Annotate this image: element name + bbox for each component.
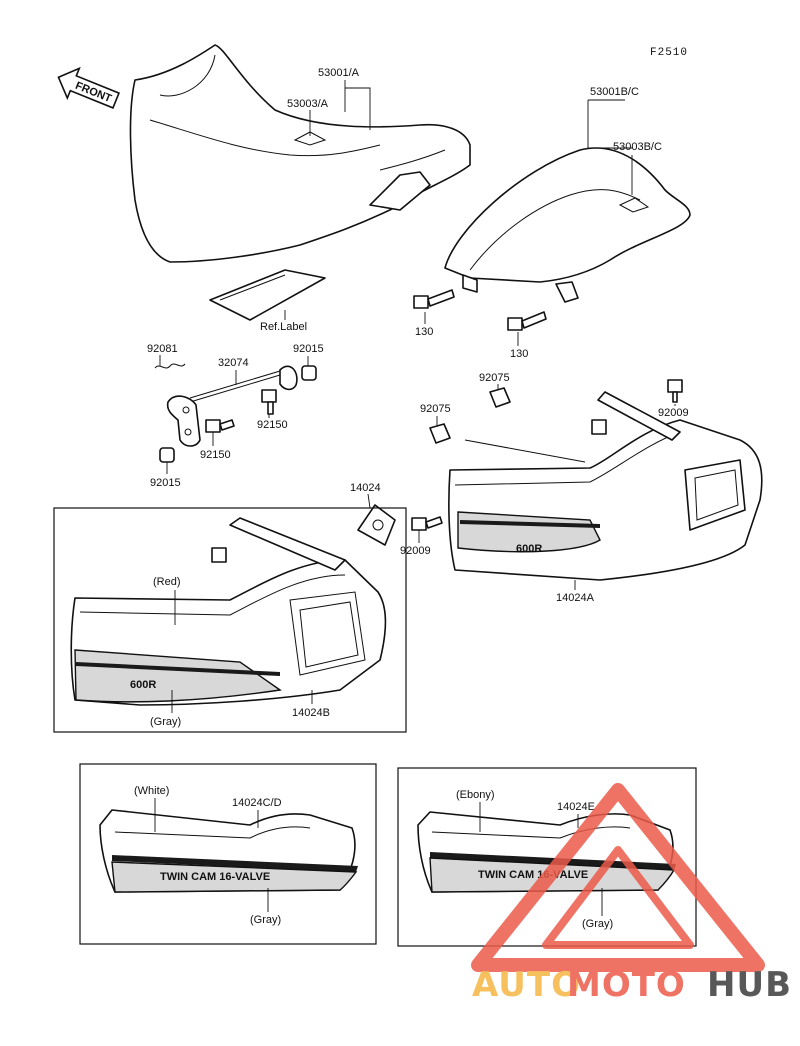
callout-92015-bottom: 92015 [150,477,181,489]
callout-ref-label: Ref.Label [260,321,307,333]
callout-ebony: (Ebony) [456,789,495,801]
callout-gray-cd: (Gray) [250,914,281,926]
callout-red: (Red) [153,576,181,588]
decal-twin-cam-cd: TWIN CAM 16-VALVE [160,871,270,883]
callout-92150-right: 92150 [257,419,288,431]
callout-14024b: 14024B [292,707,330,719]
callout-gray-b: (Gray) [150,716,181,728]
callout-53001a: 53001/A [318,67,360,79]
callout-32074: 32074 [218,357,249,369]
callout-14024e: 14024E [557,801,595,813]
tail-cover-14024a [448,391,763,581]
logo-triangle-icon [471,783,765,972]
logo-text-moto: MOTO [567,965,686,1005]
screw-92009-left [411,516,443,531]
callout-92081: 92081 [147,343,178,355]
screw-92009-right [667,379,683,403]
cap-14024 [357,504,396,546]
bolt-130-left [413,289,455,309]
callout-92015-top: 92015 [293,343,324,355]
callout-53003a: 53003/A [287,98,329,110]
side-cover-14024cd [99,809,358,893]
callout-white: (White) [134,785,169,797]
callout-53003bc: 53003B/C [613,141,662,153]
seat-lock-assembly [154,363,317,463]
box-14024b [53,507,407,733]
logo-text-auto: AUTO [472,965,581,1005]
callout-14024cd: 14024C/D [232,797,282,809]
ref-label-sticker [209,269,326,321]
callout-92075-top: 92075 [479,372,510,384]
callout-130-left: 130 [415,326,433,338]
decal-twin-cam-e: TWIN CAM 16-VALVE [478,869,588,881]
logo-text-hub: HUB [707,965,792,1005]
rear-seat [444,147,691,303]
decal-600r-b: 600R [130,679,156,691]
front-seat [129,44,471,263]
callout-92075-left: 92075 [420,403,451,415]
decal-600r-main: 600R [516,543,542,555]
callout-92150-left: 92150 [200,449,231,461]
callout-92009-right: 92009 [658,407,689,419]
figure-code: F2510 [650,47,688,59]
nut-clip-92075-top [489,387,511,408]
bolt-130-right [507,311,547,331]
callout-14024: 14024 [350,482,381,494]
nut-clip-92075-left [429,423,451,444]
callout-gray-e: (Gray) [582,918,613,930]
box-14024cd [79,763,377,945]
callout-53001bc: 53001B/C [590,86,639,98]
callout-130-right: 130 [510,348,528,360]
callout-92009-left: 92009 [400,545,431,557]
front-arrow-icon: FRONT [57,66,120,109]
automotohub-logo: AUTO MOTO HUB [471,783,792,1005]
tail-cover-14024b [70,517,387,706]
callout-14024a: 14024A [556,592,595,604]
